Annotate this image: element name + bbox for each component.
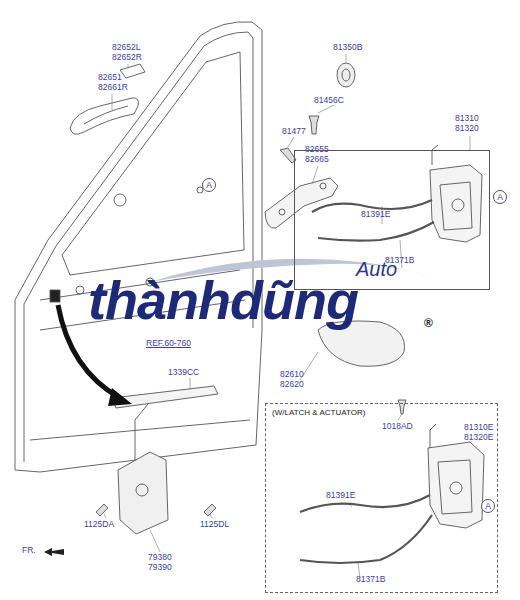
callout-number: 81371B xyxy=(385,255,414,265)
callout-number: 81371B xyxy=(356,574,385,584)
cable xyxy=(300,495,430,512)
callout-number: 81477 xyxy=(282,126,306,136)
reference-letter: A xyxy=(497,192,503,202)
front-arrow xyxy=(44,548,64,556)
detail-arrow-head xyxy=(108,388,132,406)
checker-hole xyxy=(136,484,148,496)
latch-rod xyxy=(432,145,438,165)
watermark: ® xyxy=(424,316,433,330)
door-frame-inner xyxy=(24,32,253,462)
checker-body xyxy=(118,452,168,534)
callout-number: 81310E 81320E xyxy=(464,422,494,442)
latch-actuator-detail xyxy=(450,482,462,494)
handle-cover xyxy=(120,64,145,78)
callout-number: 82610 82620 xyxy=(280,369,310,389)
callout-number: 81350B xyxy=(333,42,362,52)
callout-number: 1018AD xyxy=(382,421,413,431)
callout-number: REF.60-760 xyxy=(146,338,191,348)
checker-mount xyxy=(50,290,60,302)
cable xyxy=(318,222,434,241)
latch-actuator-detail xyxy=(438,460,472,514)
cylinder-cap xyxy=(342,69,350,81)
reference-letter: A xyxy=(485,501,491,511)
callout-number: 1125DA xyxy=(84,519,114,529)
door-window-opening xyxy=(62,52,244,275)
cable xyxy=(300,515,432,563)
bracket-hole xyxy=(279,209,285,215)
outside-handle xyxy=(70,98,138,134)
callout-number: 81391E xyxy=(361,209,390,219)
cylinder-cap xyxy=(337,63,355,87)
callout-number: 81310 81320 xyxy=(455,113,485,133)
callout-number: FR. xyxy=(22,545,36,555)
door-hole xyxy=(76,286,84,294)
callout-number: 82652L 82652R xyxy=(112,42,144,62)
outside-handle-detail xyxy=(84,106,128,124)
callout-number: 81391E xyxy=(326,490,355,500)
callout-number: (W/LATCH & ACTUATOR) xyxy=(272,408,365,418)
callout-number: 1125DL xyxy=(200,519,229,529)
door-latch-detail xyxy=(440,182,472,230)
checker-body xyxy=(135,404,148,460)
bolt xyxy=(96,504,108,516)
callout-number: 81456C xyxy=(314,95,344,105)
door-frame xyxy=(15,22,262,472)
bracket-hole xyxy=(320,183,326,189)
reference-circle: A xyxy=(493,190,507,204)
reference-circle: A xyxy=(202,178,216,192)
latch-rod xyxy=(430,424,436,448)
callout-number: 79380 79390 xyxy=(148,552,178,572)
handle-bracket xyxy=(265,178,338,228)
latch-actuator xyxy=(428,442,484,528)
assembly-box: 81391E 81371B xyxy=(294,150,490,290)
door-latch xyxy=(430,165,482,242)
callout-number: 82651 82661R xyxy=(98,72,132,92)
variant-box: (W/LATCH & ACTUATOR) 81310E 81320E 81391E 8… xyxy=(265,403,498,593)
callout-number: 1339CC xyxy=(168,367,199,377)
watermark: thànhdũng xyxy=(88,270,358,330)
door-hole xyxy=(114,194,126,206)
reference-letter: A xyxy=(206,180,212,190)
screw xyxy=(309,116,319,134)
checker-arm xyxy=(112,386,218,408)
reference-circle: A xyxy=(481,499,495,513)
door-latch-detail xyxy=(452,199,464,211)
callout-number: 82655 82665 xyxy=(305,144,335,164)
